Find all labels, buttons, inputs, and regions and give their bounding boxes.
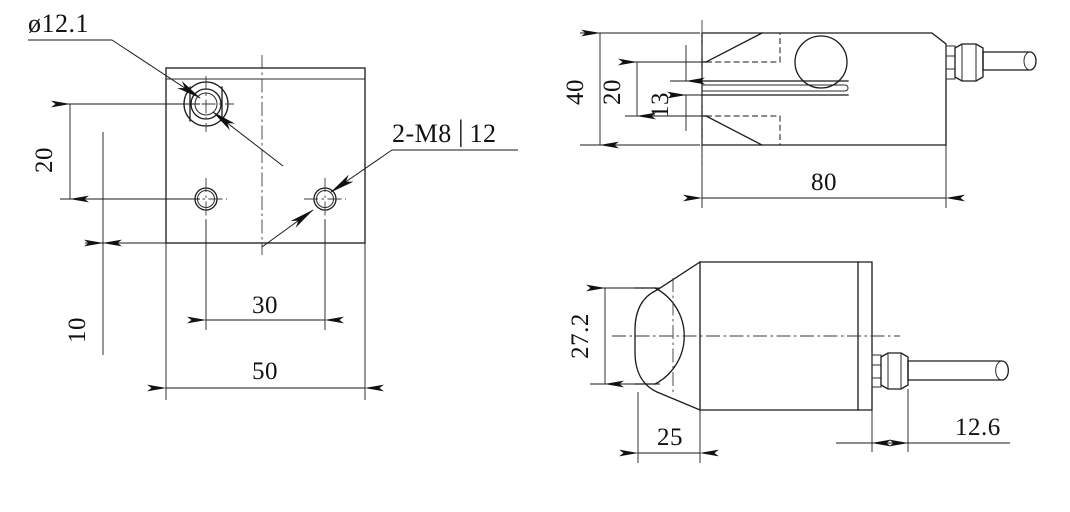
cable-end-cap-side	[1023, 51, 1031, 71]
dim-side-13: 13	[647, 45, 712, 131]
m8-hole-right	[304, 178, 346, 220]
side-hidden-lower-cavity	[706, 115, 781, 145]
dim-20-label: 20	[31, 147, 58, 173]
dim-front-30: 30	[187, 220, 344, 330]
dim-30-label: 30	[252, 292, 278, 319]
dim-side-40: 40	[562, 29, 700, 149]
thread-callout-leader	[330, 149, 393, 193]
thread-callout-prefix: 2-M8	[392, 119, 452, 148]
thread-callout-depth: 12	[469, 119, 496, 148]
cable-gland-side	[945, 43, 1037, 82]
top-profile-view: 27.2 25 12.6	[567, 261, 1010, 463]
bore-callout-label: ø12.1	[28, 9, 89, 38]
front-plate-view: ø12.1 2-M8⏐12 20	[28, 9, 518, 400]
dim-40-label: 40	[562, 79, 589, 105]
dim-126-label: 12.6	[955, 414, 1001, 441]
gland-base-top	[871, 354, 882, 388]
cable-end-cap-top	[995, 360, 1003, 381]
dim-side-20: 20	[599, 58, 704, 120]
side-hidden-upper-cavity	[706, 33, 781, 63]
dim-top-27-2: 27.2	[567, 284, 660, 388]
callout-bore-diameter: ø12.1	[28, 9, 201, 99]
bore-callout-leader	[111, 39, 201, 99]
dim-25-label: 25	[657, 424, 683, 451]
dim-side-80: 80	[683, 145, 965, 208]
dim-top-25: 25	[619, 392, 719, 463]
callout-bore-secondary-leader	[212, 111, 284, 167]
cable-gland-top	[871, 352, 1009, 390]
dim-front-10: 10	[64, 132, 170, 355]
dim-80-label: 80	[811, 169, 837, 196]
gland-base-side	[945, 45, 956, 80]
dim-50-label: 50	[252, 358, 278, 385]
top-body-outline	[634, 261, 873, 411]
plate-outline	[165, 67, 366, 244]
bore-secondary-leader-line	[212, 111, 284, 167]
dim-10-label: 10	[64, 317, 91, 343]
cable-top	[907, 360, 1009, 381]
side-lower-taper	[705, 115, 763, 146]
cable-side	[982, 51, 1037, 71]
dim-side13-label: 13	[647, 92, 674, 118]
gland-hex-nut-top	[880, 352, 909, 390]
dim-front-50: 50	[147, 243, 384, 400]
side-upper-taper	[705, 32, 763, 63]
dim-272-label: 27.2	[567, 313, 594, 359]
side-body-outline	[701, 32, 947, 146]
depth-symbol-icon: ⏐	[454, 119, 469, 148]
callout-thread-2m8: 2-M8⏐12	[261, 119, 518, 248]
gland-hex-nut-side	[954, 43, 984, 82]
side-profile-view: 40 20 13 80	[562, 20, 1037, 208]
dim-front-20: 20	[31, 100, 200, 203]
side-machined-slot	[701, 84, 849, 92]
dim-side20-label: 20	[599, 79, 626, 105]
thread-callout-leader-secondary	[261, 209, 314, 248]
thread-callout-label: 2-M8⏐12	[392, 119, 496, 148]
side-bore-circle	[794, 35, 848, 89]
dim-top-12-6: 12.6	[836, 389, 1010, 452]
